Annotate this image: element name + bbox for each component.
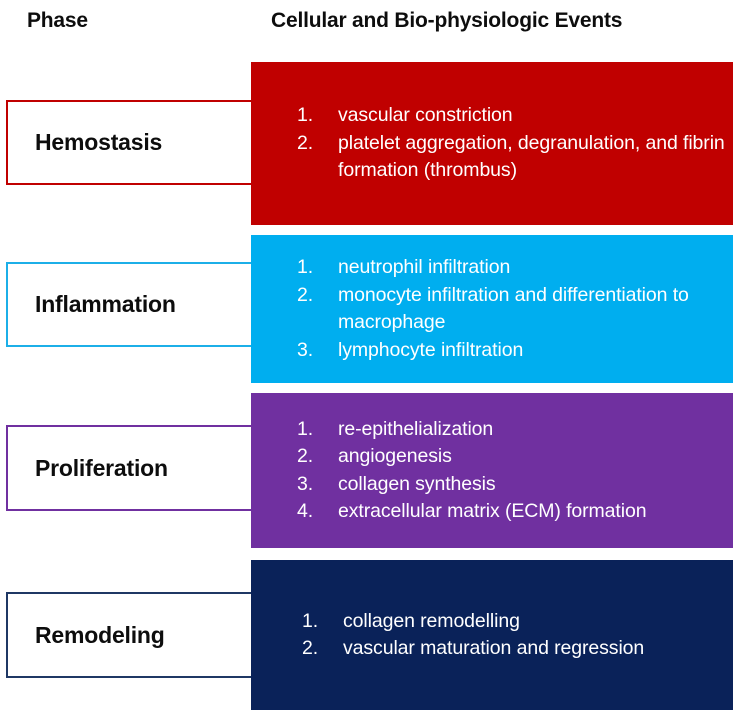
list-item: 4. extracellular matrix (ECM) formation [297, 498, 733, 526]
phase-label-hemostasis: Hemostasis [35, 129, 163, 155]
list-item-number: 2. [302, 637, 319, 659]
list-item: 2. vascular maturation and regression [302, 635, 733, 663]
list-item-number: 1. [297, 104, 314, 127]
event-list-remodeling: 1. collagen remodelling 2. vascular matu… [302, 608, 733, 663]
list-item-number: 1. [297, 256, 314, 278]
column-header-phase: Phase [27, 9, 88, 32]
list-item: 1. neutrophil infiltration [297, 254, 733, 282]
list-item-number: 2. [297, 131, 314, 154]
list-item-number: 3. [297, 338, 314, 361]
phase-box-proliferation: Proliferation [6, 425, 254, 511]
phase-label-proliferation: Proliferation [35, 454, 168, 481]
event-block-inflammation: 1. neutrophil infiltration 2. monocyte i… [251, 235, 733, 383]
phase-label-remodeling: Remodeling [35, 621, 165, 648]
list-item: 1. vascular constriction [297, 102, 733, 130]
list-item-number: 4. [297, 500, 314, 522]
list-item-text: monocyte infiltration and differentiatio… [338, 283, 689, 334]
list-item-text: neutrophil infiltration [338, 256, 511, 278]
event-block-remodeling: 1. collagen remodelling 2. vascular matu… [251, 560, 733, 710]
list-item: 2. platelet aggregation, degranulation, … [297, 130, 733, 185]
phase-label-inflammation: Inflammation [35, 291, 176, 317]
list-item: 1. collagen remodelling [302, 608, 733, 636]
event-list-hemostasis: 1. vascular constriction 2. platelet agg… [297, 102, 733, 185]
list-item-text: collagen remodelling [343, 609, 520, 632]
phase-box-remodeling: Remodeling [6, 592, 254, 678]
list-item-number: 1. [297, 417, 314, 440]
list-item-text: angiogenesis [338, 445, 452, 467]
list-item-number: 2. [297, 283, 314, 306]
column-header-events: Cellular and Bio-physiologic Events [271, 9, 623, 32]
list-item: 3. lymphocyte infiltration [297, 337, 733, 365]
list-item-number: 1. [302, 609, 319, 632]
list-item: 2. monocyte infiltration and differentia… [297, 282, 733, 337]
list-item: 3. collagen synthesis [297, 471, 733, 499]
event-block-proliferation: 1. re-epithelialization 2. angiogenesis … [251, 393, 733, 548]
list-item-number: 2. [297, 445, 314, 467]
list-item-text: platelet aggregation, degranulation, and… [338, 131, 725, 182]
event-list-proliferation: 1. re-epithelialization 2. angiogenesis … [297, 416, 733, 526]
list-item-text: vascular maturation and regression [343, 637, 645, 659]
list-item-text: collagen synthesis [338, 472, 496, 495]
list-item-text: re-epithelialization [338, 417, 494, 440]
phase-box-hemostasis: Hemostasis [6, 100, 254, 185]
list-item-text: extracellular matrix (ECM) formation [338, 500, 647, 522]
list-item: 1. re-epithelialization [297, 416, 733, 444]
phase-box-inflammation: Inflammation [6, 262, 254, 347]
list-item-text: lymphocyte infiltration [338, 338, 524, 361]
event-block-hemostasis: 1. vascular constriction 2. platelet agg… [251, 62, 733, 225]
list-item-number: 3. [297, 472, 314, 495]
event-list-inflammation: 1. neutrophil infiltration 2. monocyte i… [297, 254, 733, 364]
list-item: 2. angiogenesis [297, 443, 733, 471]
list-item-text: vascular constriction [338, 104, 513, 127]
